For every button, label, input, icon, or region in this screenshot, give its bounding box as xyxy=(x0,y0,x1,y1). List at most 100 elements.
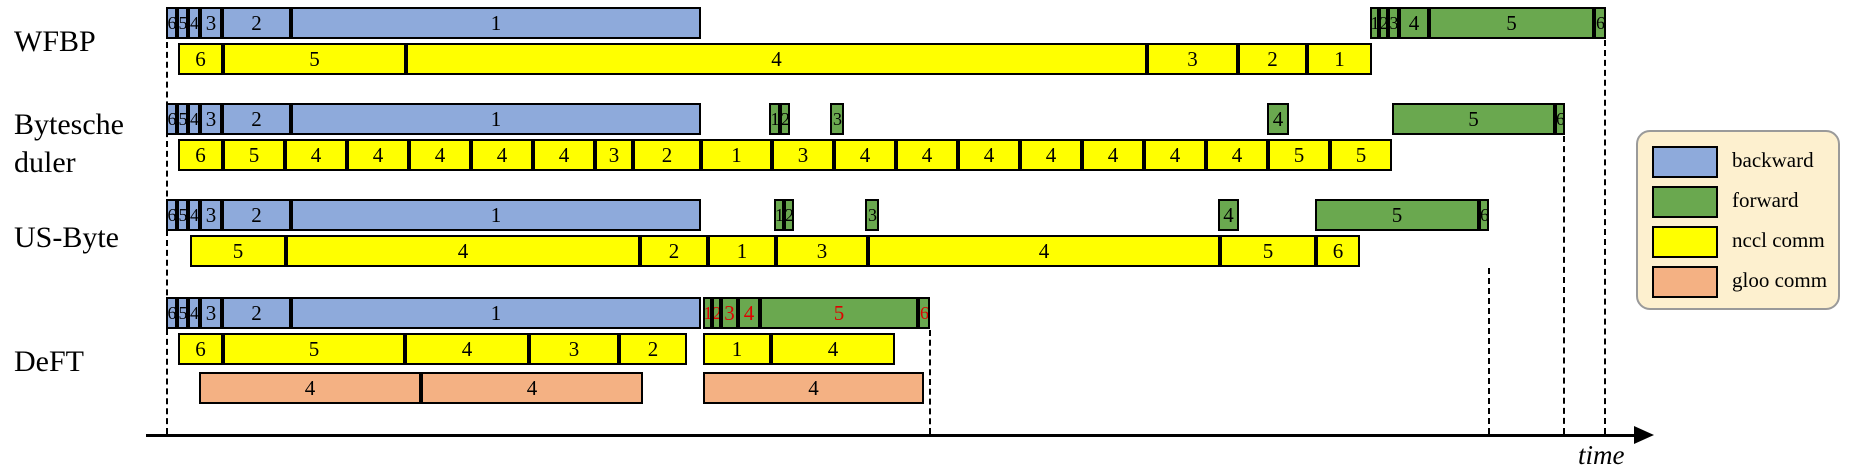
usbyte-end-marker xyxy=(1488,268,1490,434)
bytescheduler-nccl-block-4: 4 xyxy=(1144,139,1206,171)
bytescheduler-nccl-block-4: 4 xyxy=(347,139,409,171)
usbyte-forward-block-1: 1 xyxy=(774,199,784,231)
deft-forward-block-1: 1 xyxy=(703,297,712,329)
row-label-usbyte: US-Byte xyxy=(14,221,119,254)
wfbp-end-marker xyxy=(1604,40,1606,434)
row-label-wfbp: WFBP xyxy=(14,25,96,58)
bytescheduler-nccl-block-5: 5 xyxy=(223,139,285,171)
wfbp-nccl-block-5: 5 xyxy=(223,43,406,75)
deft-forward-block-6: 6 xyxy=(918,297,930,329)
usbyte-backward-block-5: 5 xyxy=(177,199,188,231)
wfbp-backward-block-5: 5 xyxy=(177,7,188,39)
deft-gloo-block-4: 4 xyxy=(199,372,421,404)
time-axis-arrowhead xyxy=(1634,426,1654,444)
bytescheduler-nccl-block-4: 4 xyxy=(1206,139,1268,171)
bytescheduler-forward-block-6: 6 xyxy=(1555,103,1565,135)
bytescheduler-nccl-block-4: 4 xyxy=(409,139,471,171)
bytescheduler-nccl-block-6: 6 xyxy=(178,139,223,171)
legend: backward forward nccl comm gloo comm xyxy=(1636,130,1840,310)
deft-nccl-block-5: 5 xyxy=(223,333,405,365)
usbyte-backward-block-2: 2 xyxy=(222,199,291,231)
wfbp-nccl-block-6: 6 xyxy=(178,43,223,75)
bytescheduler-forward-block-5: 5 xyxy=(1392,103,1555,135)
bytescheduler-nccl-block-4: 4 xyxy=(1082,139,1144,171)
bytescheduler-nccl-block-2: 2 xyxy=(633,139,701,171)
usbyte-nccl-block-3: 3 xyxy=(776,235,868,267)
wfbp-forward-block-1: 1 xyxy=(1370,7,1379,39)
wfbp-backward-block-3: 3 xyxy=(200,7,222,39)
usbyte-forward-block-6: 6 xyxy=(1479,199,1489,231)
deft-nccl-block-1: 1 xyxy=(703,333,771,365)
legend-label-gloo: gloo comm xyxy=(1732,268,1828,292)
usbyte-nccl-block-2: 2 xyxy=(640,235,708,267)
deft-nccl-block-4: 4 xyxy=(771,333,895,365)
start-marker xyxy=(166,42,168,434)
bytescheduler-nccl-block-1: 1 xyxy=(701,139,772,171)
time-axis-label: time xyxy=(1578,440,1625,470)
bytescheduler-backward-block-4: 4 xyxy=(188,103,200,135)
bytescheduler-backward-block-1: 1 xyxy=(291,103,701,135)
deft-nccl-block-6: 6 xyxy=(178,333,223,365)
usbyte-backward-block-1: 1 xyxy=(291,199,701,231)
wfbp-forward-block-5: 5 xyxy=(1429,7,1594,39)
legend-swatch-backward xyxy=(1652,146,1718,178)
bytescheduler-nccl-block-4: 4 xyxy=(533,139,595,171)
deft-nccl-block-2: 2 xyxy=(619,333,687,365)
usbyte-forward-block-5: 5 xyxy=(1315,199,1479,231)
usbyte-nccl-block-5: 5 xyxy=(1220,235,1316,267)
wfbp-forward-block-6: 6 xyxy=(1594,7,1606,39)
deft-nccl-block-3: 3 xyxy=(529,333,619,365)
usbyte-nccl-block-4: 4 xyxy=(868,235,1220,267)
wfbp-forward-block-2: 2 xyxy=(1379,7,1388,39)
bytescheduler-nccl-block-5: 5 xyxy=(1268,139,1330,171)
bytescheduler-nccl-block-5: 5 xyxy=(1330,139,1392,171)
legend-swatch-forward xyxy=(1652,186,1718,218)
bytescheduler-backward-block-3: 3 xyxy=(200,103,222,135)
legend-label-nccl: nccl comm xyxy=(1732,228,1825,252)
wfbp-forward-block-4: 4 xyxy=(1399,7,1429,39)
usbyte-forward-block-3: 3 xyxy=(865,199,879,231)
deft-backward-block-5: 5 xyxy=(177,297,188,329)
deft-forward-block-4: 4 xyxy=(738,297,760,329)
bytescheduler-nccl-block-4: 4 xyxy=(834,139,896,171)
bytescheduler-nccl-block-3: 3 xyxy=(772,139,834,171)
bytescheduler-nccl-block-4: 4 xyxy=(958,139,1020,171)
deft-gloo-block-4: 4 xyxy=(421,372,643,404)
bytescheduler-nccl-block-3: 3 xyxy=(595,139,633,171)
usbyte-forward-block-2: 2 xyxy=(784,199,794,231)
wfbp-backward-block-1: 1 xyxy=(291,7,701,39)
deft-forward-block-3: 3 xyxy=(721,297,738,329)
bytescheduler-nccl-block-4: 4 xyxy=(285,139,347,171)
bytescheduler-forward-block-1: 1 xyxy=(769,103,780,135)
usbyte-nccl-block-6: 6 xyxy=(1316,235,1360,267)
usbyte-backward-block-3: 3 xyxy=(200,199,222,231)
deft-backward-block-2: 2 xyxy=(222,297,291,329)
deft-nccl-block-4: 4 xyxy=(405,333,529,365)
bytescheduler-nccl-block-4: 4 xyxy=(471,139,533,171)
bytescheduler-backward-block-5: 5 xyxy=(177,103,188,135)
deft-forward-block-2: 2 xyxy=(712,297,721,329)
wfbp-backward-block-2: 2 xyxy=(222,7,291,39)
bytescheduler-backward-block-2: 2 xyxy=(222,103,291,135)
wfbp-nccl-block-1: 1 xyxy=(1307,43,1372,75)
legend-label-forward: forward xyxy=(1732,188,1799,212)
row-label-deft: DeFT xyxy=(14,345,84,378)
legend-label-backward: backward xyxy=(1732,148,1814,172)
bytescheduler-nccl-block-4: 4 xyxy=(1020,139,1082,171)
usbyte-nccl-block-1: 1 xyxy=(708,235,776,267)
bytescheduler-end-marker xyxy=(1563,136,1565,434)
deft-forward-block-5: 5 xyxy=(760,297,918,329)
usbyte-backward-block-4: 4 xyxy=(188,199,200,231)
wfbp-backward-block-4: 4 xyxy=(188,7,200,39)
deft-end-marker xyxy=(929,330,931,434)
legend-swatch-nccl xyxy=(1652,226,1718,258)
deft-gloo-block-4: 4 xyxy=(703,372,924,404)
wfbp-nccl-block-4: 4 xyxy=(406,43,1147,75)
bytescheduler-forward-block-3: 3 xyxy=(830,103,844,135)
usbyte-nccl-block-4: 4 xyxy=(286,235,640,267)
deft-backward-block-1: 1 xyxy=(291,297,701,329)
wfbp-nccl-block-3: 3 xyxy=(1147,43,1238,75)
wfbp-nccl-block-2: 2 xyxy=(1238,43,1307,75)
legend-swatch-gloo xyxy=(1652,266,1718,298)
